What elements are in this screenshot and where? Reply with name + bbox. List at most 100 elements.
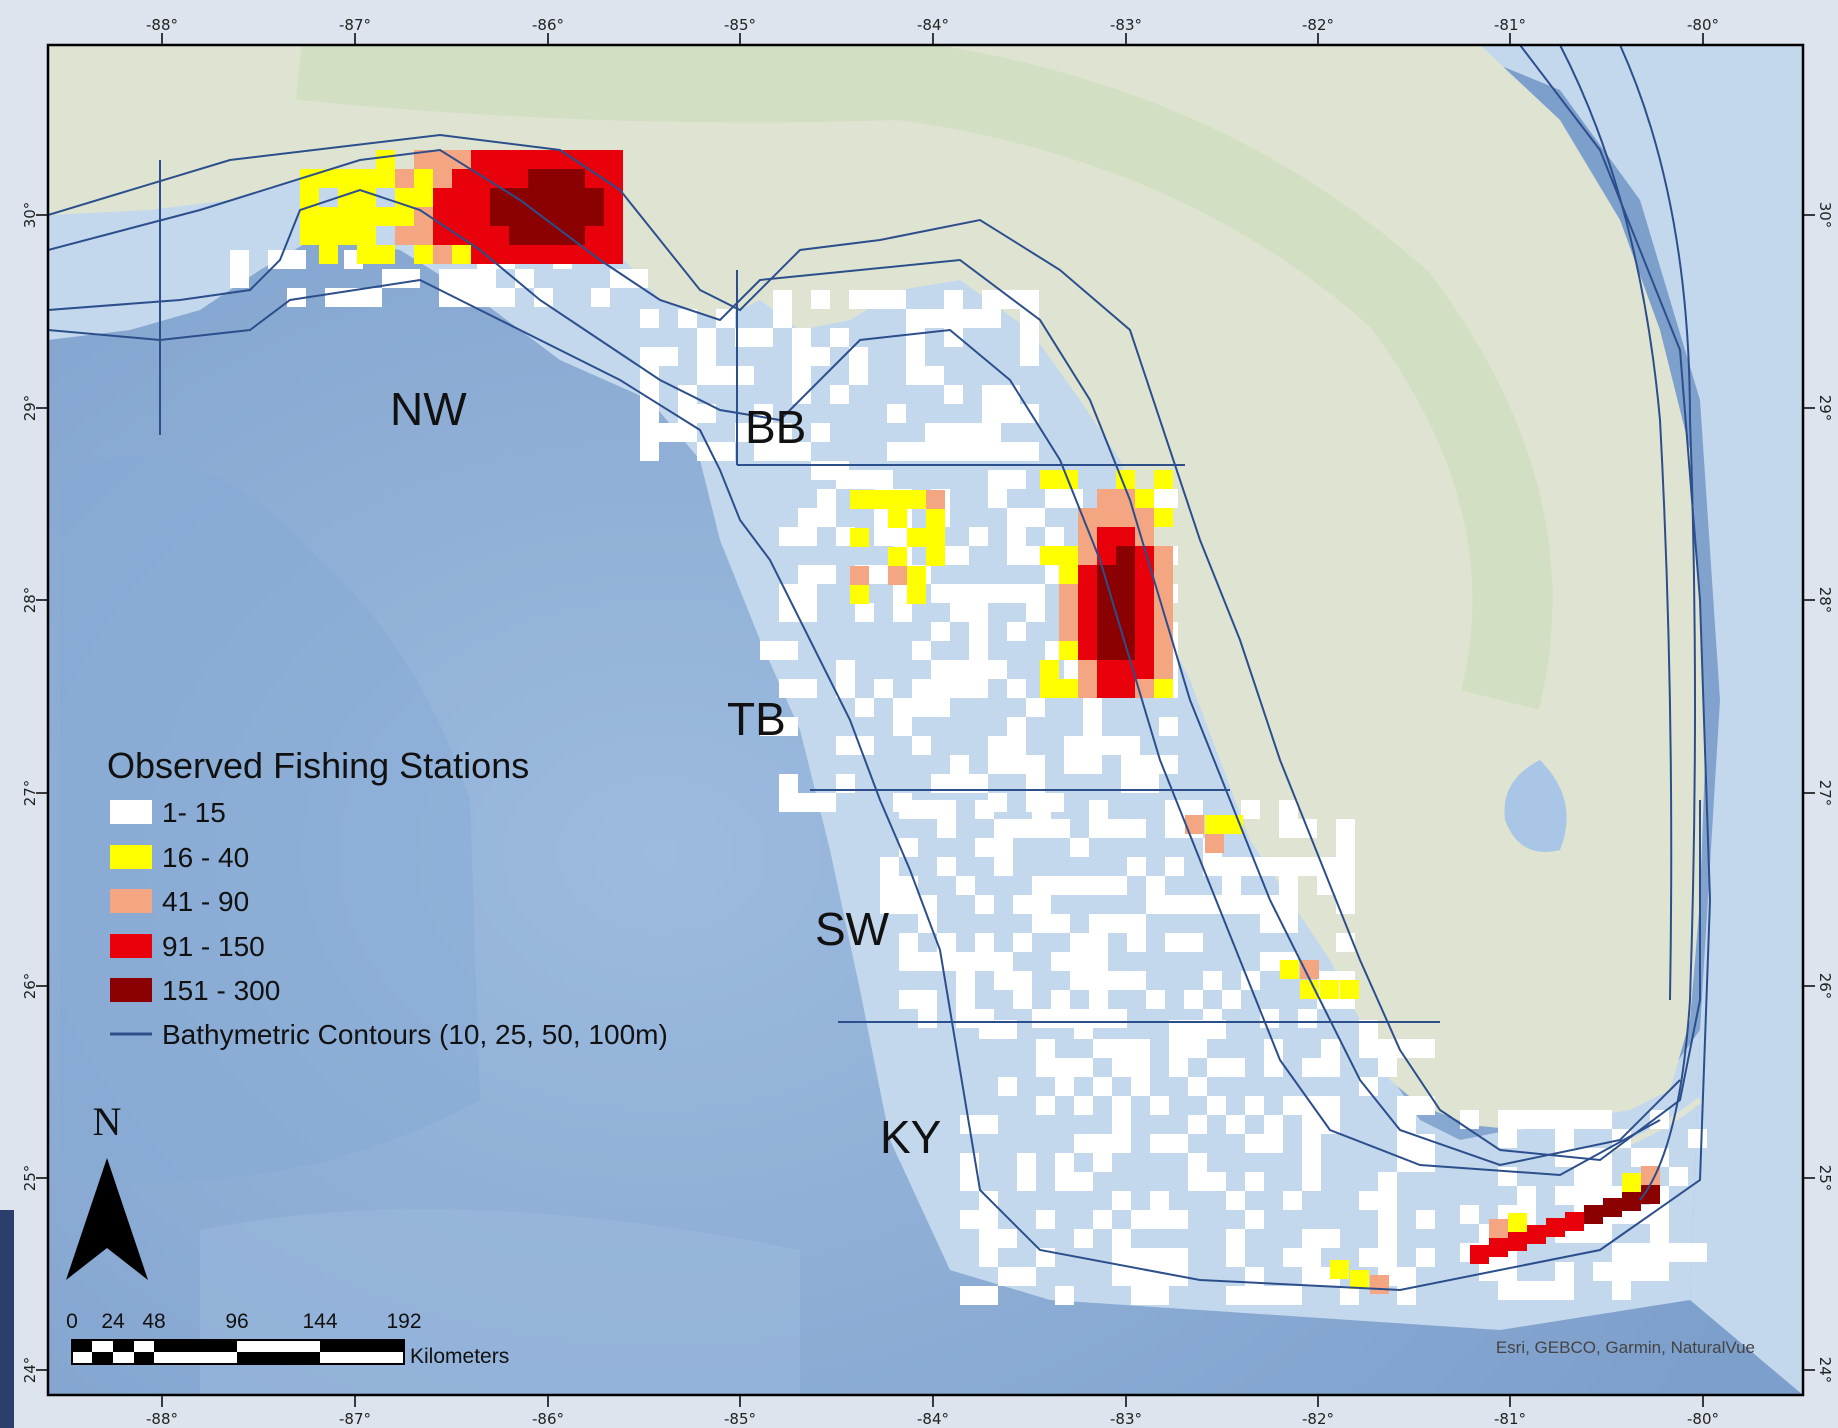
station-cell	[1055, 1286, 1074, 1305]
station-cell	[547, 207, 566, 226]
station-cell	[1116, 527, 1135, 546]
station-cell	[998, 1077, 1017, 1096]
station-cell	[1416, 1134, 1435, 1153]
station-cell	[1083, 717, 1102, 736]
scale-segment	[92, 1352, 113, 1364]
station-cell	[982, 309, 1001, 328]
station-cell	[509, 169, 528, 188]
station-cell	[1536, 1281, 1555, 1300]
station-cell	[1055, 1172, 1074, 1191]
station-cell	[817, 565, 836, 584]
station-cell	[874, 527, 893, 546]
station-cell	[779, 774, 798, 793]
station-cell	[357, 226, 376, 245]
station-cell	[1300, 980, 1319, 999]
station-cell	[1007, 755, 1026, 774]
station-cell	[1574, 1167, 1593, 1186]
station-cell	[944, 290, 963, 309]
station-cell	[1207, 1096, 1226, 1115]
station-cell	[1078, 584, 1097, 603]
station-cell	[1397, 1134, 1416, 1153]
station-cell	[1074, 1058, 1093, 1077]
station-cell	[880, 895, 899, 914]
station-cell	[1093, 1134, 1112, 1153]
station-cell	[433, 207, 452, 226]
station-cell	[338, 188, 357, 207]
station-cell	[1121, 755, 1140, 774]
station-cell	[697, 366, 716, 385]
lat-tick-label-left: 30°	[21, 202, 39, 229]
station-cell	[956, 876, 975, 895]
station-cell	[268, 250, 287, 269]
station-cell	[640, 404, 659, 423]
station-cell	[452, 150, 471, 169]
station-cell	[869, 490, 888, 509]
station-cell	[1093, 1039, 1112, 1058]
station-cell	[1631, 1243, 1650, 1262]
station-cell	[490, 150, 509, 169]
station-cell	[640, 347, 659, 366]
station-cell	[1245, 1134, 1264, 1153]
station-cell	[868, 290, 887, 309]
station-cell	[640, 442, 659, 461]
station-cell	[1264, 1115, 1283, 1134]
station-cell	[735, 423, 754, 442]
station-cell	[960, 1210, 979, 1229]
station-cell	[1089, 933, 1108, 952]
station-cell	[547, 188, 566, 207]
station-cell	[1059, 622, 1078, 641]
station-cell	[1631, 1148, 1650, 1167]
station-cell	[319, 245, 338, 264]
station-cell	[1188, 1153, 1207, 1172]
station-cell	[1397, 1267, 1416, 1286]
station-cell	[1584, 1205, 1603, 1224]
station-cell	[528, 188, 547, 207]
station-cell	[1078, 641, 1097, 660]
station-cell	[773, 290, 792, 309]
legend-swatch-91-150	[110, 934, 152, 958]
station-cell	[963, 309, 982, 328]
station-cell	[830, 385, 849, 404]
north-arrow: N	[66, 1099, 148, 1280]
scale-segment	[237, 1352, 320, 1364]
station-cell	[855, 603, 874, 622]
station-cell	[1150, 1267, 1169, 1286]
station-cell	[496, 288, 515, 307]
station-cell	[1283, 1248, 1302, 1267]
station-cell	[792, 328, 811, 347]
lon-tick-label-bottom: -87°	[339, 1410, 371, 1428]
station-cell	[1169, 1210, 1188, 1229]
station-cell	[918, 1009, 937, 1028]
station-cell	[1121, 736, 1140, 755]
station-cell	[1116, 584, 1135, 603]
station-cell	[1036, 1210, 1055, 1229]
station-cell	[1001, 404, 1020, 423]
station-cell	[1320, 980, 1339, 999]
station-cell	[414, 245, 433, 264]
station-cell	[1378, 1248, 1397, 1267]
station-cell	[1169, 1058, 1188, 1077]
station-cell	[850, 528, 869, 547]
station-cell	[1032, 895, 1051, 914]
station-cell	[1112, 1229, 1131, 1248]
station-cell	[1135, 641, 1154, 660]
region-label-bb: BB	[745, 401, 806, 453]
station-cell	[287, 250, 306, 269]
station-cell	[1127, 914, 1146, 933]
station-cell	[414, 207, 433, 226]
lon-tick-label-top: -80°	[1687, 16, 1719, 34]
lon-tick-label-top: -82°	[1302, 16, 1334, 34]
station-cell	[566, 207, 585, 226]
station-cell	[1032, 1009, 1051, 1028]
station-cell	[998, 1229, 1017, 1248]
lon-tick-label-bottom: -85°	[724, 1410, 756, 1428]
station-cell	[754, 423, 773, 442]
station-cell	[1641, 1185, 1660, 1204]
station-cell	[528, 226, 547, 245]
station-cell	[1040, 660, 1059, 679]
station-cell	[1359, 1077, 1378, 1096]
station-cell	[547, 150, 566, 169]
station-cell	[659, 347, 678, 366]
station-cell	[1622, 1192, 1641, 1211]
station-cell	[1169, 1020, 1188, 1039]
